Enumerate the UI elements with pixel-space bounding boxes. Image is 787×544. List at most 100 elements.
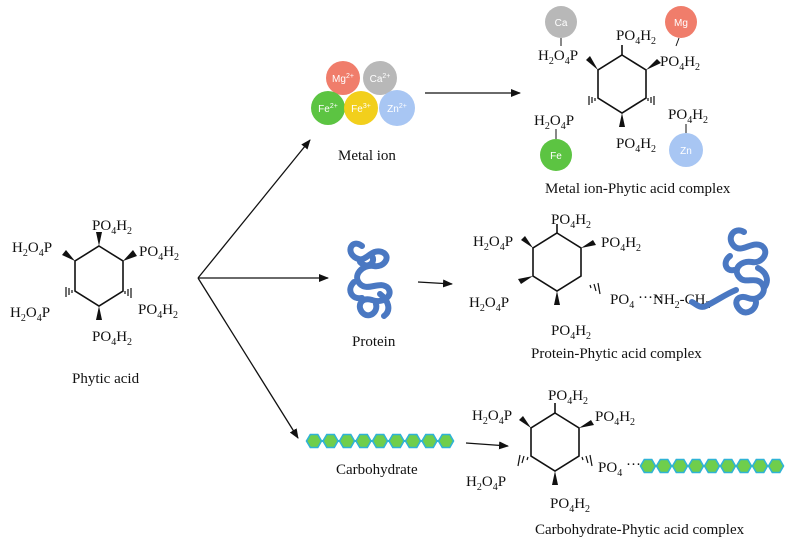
sugar-unit-hexagon xyxy=(671,458,689,474)
wedge-bond xyxy=(552,471,558,485)
phosphate-group: PO4H2 xyxy=(551,212,591,231)
hash-bond xyxy=(65,287,73,297)
phosphate-group: H2O4P xyxy=(466,474,506,493)
phosphate-group: PO4H2 xyxy=(548,388,588,407)
ca-ion: Ca xyxy=(545,6,577,46)
protein-structure: Protein xyxy=(347,240,396,350)
wedge-bond xyxy=(96,306,102,320)
phosphate-group: PO4H2 xyxy=(550,496,590,515)
phosphate-group: PO4H2 xyxy=(616,28,656,47)
wedge-bond xyxy=(96,232,102,246)
fe2-ion: Fe2+ xyxy=(311,91,345,125)
arrow-protein-to-complex xyxy=(417,279,453,288)
fe3-ion: Fe3+ xyxy=(344,91,378,125)
phosphate-group: PO4H2 xyxy=(616,136,656,155)
sugar-unit-hexagon xyxy=(305,433,323,449)
carbohydrate-label: Carbohydrate xyxy=(336,462,418,478)
sugar-unit-hexagon xyxy=(322,433,339,449)
protein-phytic-complex: PO4H2 H2O4P PO4H2 H2O4P PO4 ····· NH2-CH… xyxy=(469,212,770,362)
carbohydrate-chain xyxy=(639,458,785,474)
wedge-bond xyxy=(518,276,533,284)
hash-bond xyxy=(589,282,601,295)
phytic-acid-label: Phytic acid xyxy=(72,371,140,387)
phosphate-group: PO4H2 xyxy=(660,54,700,73)
svg-text:Fe3+: Fe3+ xyxy=(351,103,371,115)
ionic-interaction-dots: ····· xyxy=(638,290,663,306)
wedge-bond xyxy=(519,416,531,428)
inositol-ring xyxy=(532,232,582,292)
phosphate-group: PO4H2 xyxy=(92,329,132,348)
protein-complex-label: Protein-Phytic acid complex xyxy=(531,346,702,362)
sugar-unit-hexagon xyxy=(355,433,372,449)
metal-ion-cluster: Mg2+ Ca2+ Fe2+ Fe3+ Zn2+ Metal ion xyxy=(311,61,415,164)
svg-text:Fe: Fe xyxy=(550,151,562,162)
svg-text:Mg2+: Mg2+ xyxy=(332,73,354,85)
phosphate-group: H2O4P xyxy=(12,240,52,259)
metal-complex-label: Metal ion-Phytic acid complex xyxy=(545,181,731,197)
phosphate-group: PO4H2 xyxy=(138,302,178,321)
sugar-unit-hexagon xyxy=(404,433,422,449)
sugar-unit-hexagon xyxy=(639,458,657,474)
carbohydrate-phytic-complex: PO4H2 H2O4P PO4H2 H2O4P PO4 ····· PO4H2 … xyxy=(466,388,785,538)
phosphate-group: PO4 xyxy=(598,460,622,479)
carbohydrate-structure: Carbohydrate xyxy=(305,433,455,478)
phosphate-group: H2O4P xyxy=(538,48,578,67)
mg-ion: Mg xyxy=(665,6,697,47)
sugar-unit-hexagon xyxy=(703,458,721,474)
phosphate-group: H2O4P xyxy=(10,305,50,324)
svg-text:Ca2+: Ca2+ xyxy=(370,73,391,85)
svg-text:Fe2+: Fe2+ xyxy=(318,103,338,115)
svg-text:Ca: Ca xyxy=(555,18,568,29)
metal-ion-complex: Ca Mg Fe Zn PO4H2 H2O4P PO4H2 PO4H2 H2O4… xyxy=(534,6,731,197)
carbohydrate-chain xyxy=(305,433,455,449)
arrow-to-carbohydrate xyxy=(197,277,299,439)
phosphate-group: PO4 xyxy=(610,292,634,311)
phosphate-group: H2O4P xyxy=(469,295,509,314)
inositol-ring xyxy=(597,54,647,114)
ca-ion: Ca2+ xyxy=(363,61,397,95)
arrow-carb-to-complex xyxy=(465,441,509,450)
sugar-unit-hexagon xyxy=(371,433,389,449)
sugar-unit-hexagon xyxy=(735,458,753,474)
zn-ion: Zn2+ xyxy=(379,90,415,126)
zn-ion: Zn xyxy=(669,124,703,167)
sugar-unit-hexagon xyxy=(338,433,356,449)
phosphate-group: PO4H2 xyxy=(668,107,708,126)
sugar-unit-hexagon xyxy=(767,458,785,474)
inositol-ring xyxy=(530,412,580,472)
phosphate-group: PO4H2 xyxy=(595,409,635,428)
hash-bond xyxy=(517,454,529,467)
protein-coil xyxy=(347,240,393,319)
sugar-unit-hexagon xyxy=(687,458,705,474)
sugar-unit-hexagon xyxy=(719,458,737,474)
hash-bond xyxy=(647,96,655,105)
metal-ion-label: Metal ion xyxy=(338,148,396,164)
sugar-unit-hexagon xyxy=(437,433,455,449)
sugar-unit-hexagon xyxy=(421,433,438,449)
wedge-bond xyxy=(586,56,598,70)
wedge-bond xyxy=(554,291,560,305)
phosphate-group: PO4H2 xyxy=(601,235,641,254)
svg-text:Zn: Zn xyxy=(680,146,692,157)
phosphate-group: H2O4P xyxy=(472,408,512,427)
svg-text:Zn2+: Zn2+ xyxy=(387,103,407,115)
wedge-bond xyxy=(62,250,75,261)
fe-ion: Fe xyxy=(540,129,572,171)
svg-text:Mg: Mg xyxy=(674,18,688,29)
protein-label: Protein xyxy=(352,334,396,350)
carb-complex-label: Carbohydrate-Phytic acid complex xyxy=(535,522,745,538)
sugar-unit-hexagon xyxy=(655,458,673,474)
arrow-to-metal-ion xyxy=(197,139,311,279)
wedge-bond xyxy=(521,236,533,248)
phosphate-group: H2O4P xyxy=(473,234,513,253)
phytic-acid-structure: PO4H2 PO4H2 H2O4P PO4H2 H2O4P PO4H2 Phyt… xyxy=(10,218,179,387)
phosphate-group: H2O4P xyxy=(534,113,574,132)
wedge-bond xyxy=(646,59,661,70)
wedge-bond xyxy=(619,113,625,127)
phosphate-group: PO4H2 xyxy=(139,244,179,263)
phosphate-group: PO4H2 xyxy=(551,323,591,342)
wedge-bond xyxy=(579,420,594,428)
sugar-unit-hexagon xyxy=(388,433,405,449)
